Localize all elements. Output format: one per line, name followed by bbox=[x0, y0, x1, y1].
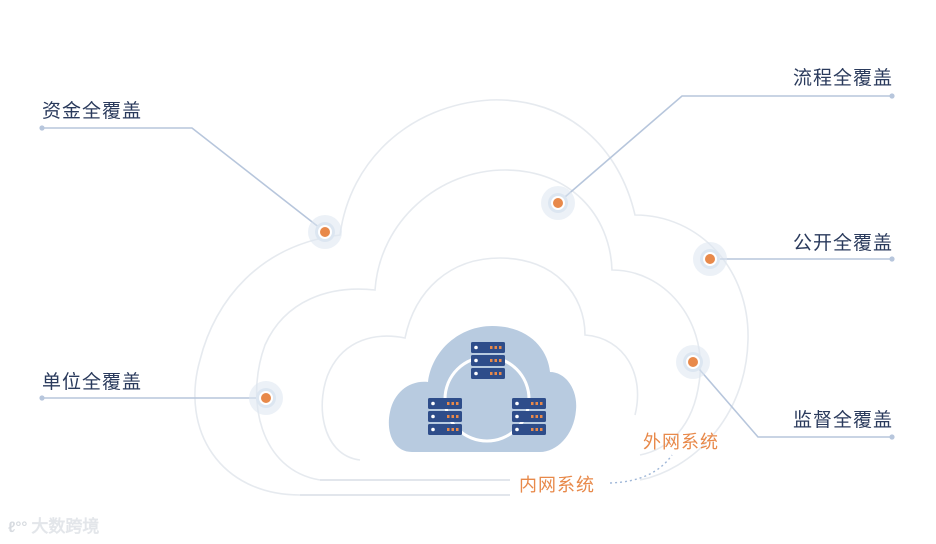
label-intranet-system: 内网系统 bbox=[519, 475, 595, 495]
node-funds bbox=[308, 215, 342, 249]
connector-end-funds bbox=[39, 125, 45, 131]
node-public bbox=[693, 242, 727, 276]
cloud-outline-outer bbox=[194, 99, 749, 496]
label-funds-coverage: 资金全覆盖 bbox=[42, 101, 143, 122]
system-dashed-link bbox=[609, 454, 673, 484]
connector-process bbox=[557, 95, 892, 204]
node-supervision bbox=[676, 345, 710, 379]
connector-end-public bbox=[889, 256, 895, 262]
connector-end-unit bbox=[39, 395, 45, 401]
connector-end-supervision bbox=[889, 434, 895, 440]
label-process-coverage: 流程全覆盖 bbox=[792, 68, 893, 89]
server-stack-top bbox=[471, 342, 505, 379]
connector-end-process bbox=[889, 93, 895, 99]
label-extranet-system: 外网系统 bbox=[643, 432, 719, 452]
label-public-coverage: 公开全覆盖 bbox=[792, 233, 893, 254]
connector-supervision bbox=[692, 361, 892, 438]
label-unit-coverage: 单位全覆盖 bbox=[42, 372, 143, 393]
node-process bbox=[541, 186, 575, 220]
node-unit bbox=[249, 381, 283, 415]
watermark-logo-icon: ℓ°° bbox=[8, 519, 28, 536]
watermark-text: 大数跨境 bbox=[31, 517, 100, 536]
server-stack-right bbox=[512, 398, 546, 435]
connector-funds bbox=[42, 127, 326, 233]
cloud-outline-inner bbox=[321, 257, 639, 461]
server-stack-left bbox=[428, 398, 462, 435]
label-supervision-coverage: 监督全覆盖 bbox=[792, 410, 893, 431]
watermark: ℓ°°大数跨境 bbox=[8, 512, 99, 537]
